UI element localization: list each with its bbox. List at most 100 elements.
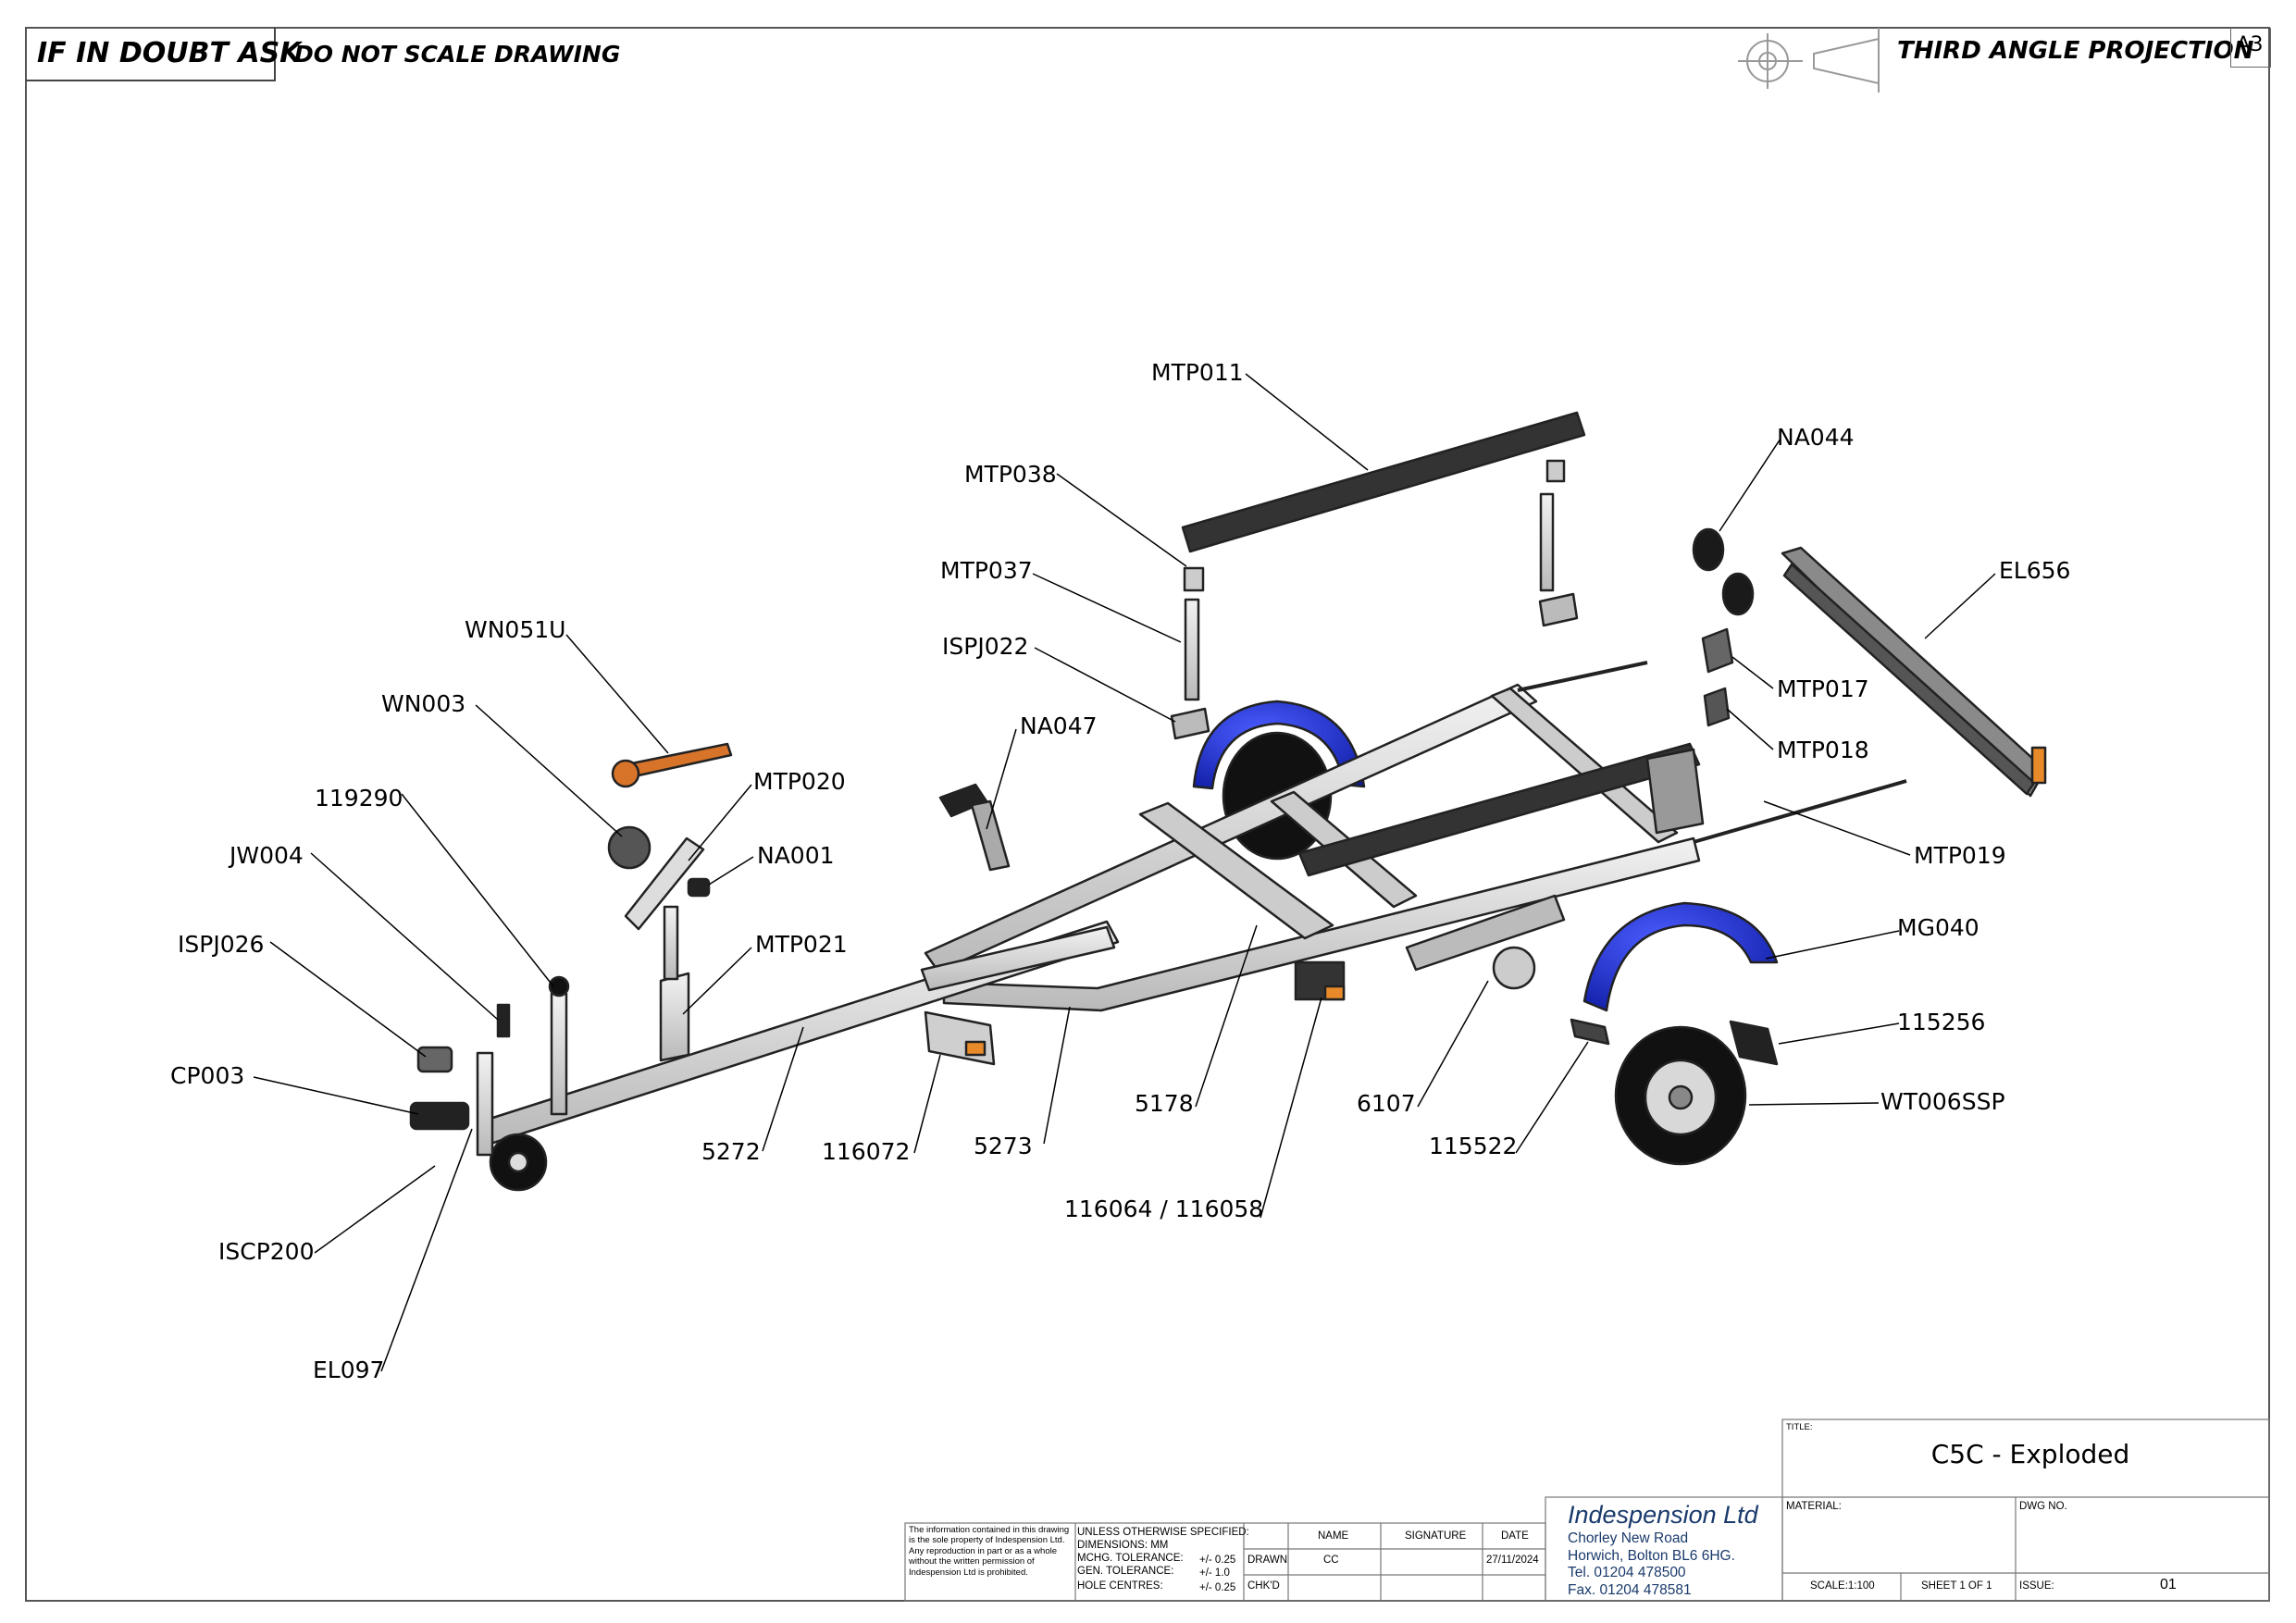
callout-116064-116058: 116064 / 116058 xyxy=(1064,1196,1264,1222)
gen-label: GEN. TOLERANCE: xyxy=(1077,1566,1174,1577)
callout-cp003: CP003 xyxy=(170,1062,245,1089)
dwg-label: DWG NO. xyxy=(2019,1501,2067,1512)
callout-na044: NA044 xyxy=(1777,424,1855,451)
clamp-ispj022 xyxy=(1170,707,1210,740)
address-line-1: Chorley New Road xyxy=(1568,1530,1689,1546)
bunk-bar-rear xyxy=(1297,742,1701,877)
leader-lines xyxy=(253,373,1996,1372)
col-name: NAME xyxy=(1318,1530,1349,1542)
trailer-assembly xyxy=(409,411,2047,1192)
cable-ispj026 xyxy=(416,1046,453,1073)
drawn-date: 27/11/2024 xyxy=(1486,1555,1539,1566)
drawn-name: CC xyxy=(1323,1555,1339,1566)
callout-na047: NA047 xyxy=(1020,712,1098,739)
mudguard-far xyxy=(1192,700,1366,790)
stub-axle-hub xyxy=(1492,946,1536,990)
bracket-115522 xyxy=(1570,1018,1610,1046)
callout-mtp019: MTP019 xyxy=(1914,842,2006,869)
material-label: MATERIAL: xyxy=(1786,1501,1842,1512)
frame-right-rail xyxy=(942,836,1701,1012)
rod-mtp019-lower xyxy=(1693,779,1907,844)
header-doubt: IF IN DOUBT ASK xyxy=(37,37,302,69)
callout-el656: EL656 xyxy=(1999,557,2071,584)
winch-post-119290 xyxy=(550,992,568,1116)
bracket-mtp038 xyxy=(1183,566,1205,592)
bracket-mtp017 xyxy=(1701,627,1734,674)
lamp-116072-lens xyxy=(964,1040,987,1057)
issue-value: 01 xyxy=(2160,1577,2177,1592)
callout-mtp020: MTP020 xyxy=(753,768,846,795)
address-line-4: Fax. 01204 478581 xyxy=(1568,1581,1692,1598)
drawing-title: C5C - Exploded xyxy=(1930,1439,2130,1469)
title-label: TITLE: xyxy=(1786,1422,1813,1432)
address-line-2: Horwich, Bolton BL6 6HG. xyxy=(1568,1547,1735,1564)
callout-mtp037: MTP037 xyxy=(940,557,1033,584)
callout-mtp011: MTP011 xyxy=(1151,359,1244,386)
doubt-box xyxy=(26,28,276,81)
bracket-mtp018 xyxy=(1703,687,1731,727)
sheet-value: SHEET 1 OF 1 xyxy=(1921,1580,1992,1592)
callout-wn003: WN003 xyxy=(381,690,466,717)
light-board-face xyxy=(1782,563,2036,796)
rod-mtp019-upper xyxy=(1517,661,1648,692)
hole-label: HOLE CENTRES: xyxy=(1077,1580,1163,1592)
callout-116072: 116072 xyxy=(822,1138,911,1165)
roller-na044-upper xyxy=(1692,527,1725,572)
checked-label: CHK'D xyxy=(1247,1580,1280,1592)
coupling-cp003 xyxy=(409,1101,470,1131)
issue-label: ISSUE: xyxy=(2019,1580,2054,1592)
title-block-grid xyxy=(904,1419,2270,1602)
lamp-116064-lens xyxy=(1323,985,1346,1001)
spec-dimensions: DIMENSIONS: MM xyxy=(1077,1540,1169,1551)
callout-mtp038: MTP038 xyxy=(964,461,1057,488)
callout-mtp017: MTP017 xyxy=(1777,675,1869,702)
callout-wn051u: WN051U xyxy=(465,616,566,643)
drawn-label: DRAWN xyxy=(1247,1555,1288,1566)
company-address: Chorley New Road Horwich, Bolton BL6 6HG… xyxy=(1568,1530,1735,1599)
hole-value: +/- 0.25 xyxy=(1199,1582,1236,1593)
sheet-size-box xyxy=(2230,28,2271,68)
callout-iscp200: ISCP200 xyxy=(218,1238,315,1265)
callout-5273: 5273 xyxy=(974,1133,1033,1159)
axle-5178 xyxy=(1138,801,1334,940)
spec-heading: UNLESS OTHERWISE SPECIFIED: xyxy=(1077,1527,1249,1538)
header-projection: THIRD ANGLE PROJECTION xyxy=(1897,37,2254,65)
ownership-notice: The information contained in this drawin… xyxy=(909,1525,1070,1578)
bunk-support-rear xyxy=(1645,748,1705,835)
callout-6107: 6107 xyxy=(1357,1090,1416,1117)
callout-5272: 5272 xyxy=(701,1138,761,1165)
post-mtp037 xyxy=(1184,598,1200,701)
col-signature: SIGNATURE xyxy=(1405,1530,1467,1542)
jockey-handle xyxy=(496,1003,511,1038)
projection-symbol-icon xyxy=(1738,28,1880,93)
callout-115256: 115256 xyxy=(1897,1009,1986,1035)
callout-5178: 5178 xyxy=(1135,1090,1194,1117)
winch-post-mtp021 xyxy=(659,972,690,1062)
bunk-bar-mtp011 xyxy=(1181,411,1586,553)
jockey-hub xyxy=(507,1151,529,1173)
sheet-size: A3 xyxy=(2236,33,2264,56)
winch-post-cap xyxy=(548,975,570,997)
mchg-value: +/- 0.25 xyxy=(1199,1555,1236,1566)
company-name: Indespension Ltd xyxy=(1568,1501,1758,1529)
scale-value: SCALE:1:100 xyxy=(1810,1580,1875,1592)
address-line-3: Tel. 01204 478500 xyxy=(1568,1565,1686,1581)
winch-wn003 xyxy=(607,825,652,870)
wheel-hub xyxy=(1668,1084,1694,1110)
header-scale-note: DO NOT SCALE DRAWING xyxy=(294,41,621,68)
callout-ispj022: ISPJ022 xyxy=(942,633,1029,660)
a-frame-5273 xyxy=(920,925,1116,992)
callout-115522: 115522 xyxy=(1429,1133,1518,1159)
gen-value: +/- 1.0 xyxy=(1199,1567,1230,1579)
lamp-116064 xyxy=(1294,960,1346,1001)
clamp-far xyxy=(1538,592,1579,627)
mudguard-mg040 xyxy=(1582,901,1779,1012)
winch-plate-mtp020 xyxy=(624,836,705,931)
callout-119290: 119290 xyxy=(315,785,403,812)
mchg-label: MCHG. TOLERANCE: xyxy=(1077,1553,1184,1564)
callout-jw004: JW004 xyxy=(230,842,304,869)
callout-mg040: MG040 xyxy=(1897,914,1980,941)
frame-left-rail xyxy=(924,683,1538,973)
callout-mtp021: MTP021 xyxy=(755,931,848,958)
